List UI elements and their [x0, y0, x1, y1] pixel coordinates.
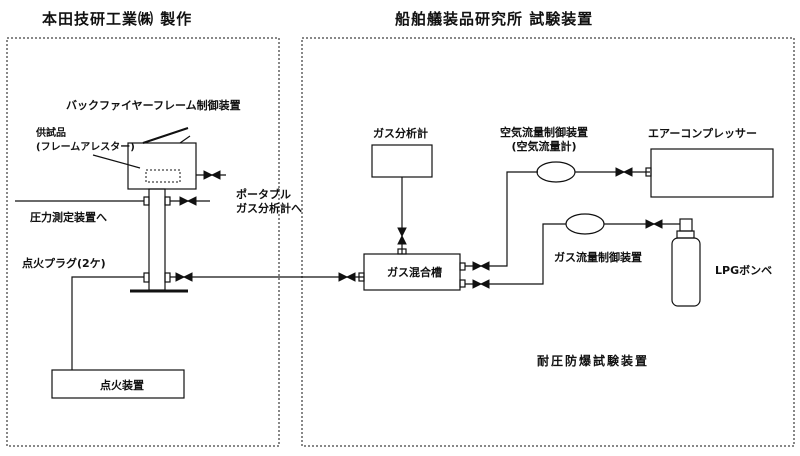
tank-port-top: [397, 248, 407, 255]
arrester-arm-tip: [179, 135, 191, 144]
igniter-line: [71, 276, 144, 370]
lpg-neck: [676, 230, 695, 239]
valve-air-compressor: [615, 167, 633, 177]
gas-flow-line: [465, 223, 566, 285]
vertical-column: [148, 188, 166, 291]
gas-mix-tank-label: ガス混合槽: [387, 266, 442, 279]
portable-label-line1: ポータブル: [236, 188, 291, 201]
lpg-cylinder: [671, 237, 701, 307]
air-flow-label: 空気流量制御装置 (空気流量計): [500, 126, 588, 154]
valve-lpg: [645, 219, 663, 229]
arrester-arm: [142, 127, 189, 144]
left-region-border: [6, 37, 280, 447]
sample-label: 供試品 (フレームアレスター): [36, 127, 135, 155]
portable-label: ポータブル ガス分析計へ: [236, 188, 302, 216]
valve-tank-air: [472, 261, 490, 271]
left-title: 本田技研工業㈱ 製作: [42, 10, 193, 28]
air-flow-label-line1: 空気流量制御装置: [500, 126, 588, 139]
lpg-label: LPGボンベ: [715, 264, 773, 277]
sample-label-line1: 供試品: [36, 128, 66, 139]
air-compressor-box: [650, 148, 774, 198]
portable-label-line2: ガス分析計へ: [236, 202, 302, 215]
pressure-label: 圧力測定装置へ: [30, 211, 107, 224]
gas-analyzer-label: ガス分析計: [373, 127, 428, 140]
igniter-box: [51, 369, 185, 399]
column-port-right: [164, 196, 171, 206]
column-port-right-low: [164, 272, 171, 283]
air-compressor-label: エアーコンプレッサー: [648, 127, 758, 140]
air-flow-line: [465, 171, 538, 267]
tank-port-right-low: [459, 279, 466, 288]
sample-pointer: [92, 154, 141, 169]
right-region-border: [301, 37, 795, 447]
right-title: 船舶艤装品研究所 試験装置: [395, 10, 594, 28]
gas-mix-tank-box: [363, 253, 461, 291]
igniter-label: 点火装置: [100, 379, 144, 392]
air-flow-label-line2: (空気流量計): [511, 140, 577, 153]
valve-portable: [179, 196, 197, 206]
gas-flow-label: ガス流量制御装置: [554, 251, 642, 264]
sample-label-line2: (フレームアレスター): [36, 142, 135, 153]
explosion-test-label: 耐圧防爆試験装置: [537, 354, 650, 368]
tank-port-left: [358, 272, 365, 282]
valve-analyzer: [397, 227, 407, 245]
column-port-lower: [143, 272, 150, 283]
valve-column-outlet: [175, 272, 193, 282]
flame-arrester-inner: [145, 169, 181, 183]
air-flow-meter: [536, 161, 576, 183]
back-fire-label: バックファイヤーフレーム制御装置: [66, 99, 241, 112]
valve-tank-gas: [472, 279, 490, 289]
lpg-valve-cap: [679, 218, 693, 232]
gas-flow-meter: [565, 213, 605, 235]
valve-tank-inlet: [338, 272, 356, 282]
valve-arrester: [203, 170, 221, 180]
tank-port-right-up: [459, 262, 466, 271]
gas-analyzer-box: [371, 144, 433, 178]
spark-plug-label: 点火プラグ(2ケ): [22, 257, 106, 270]
column-port-upper: [143, 196, 150, 206]
